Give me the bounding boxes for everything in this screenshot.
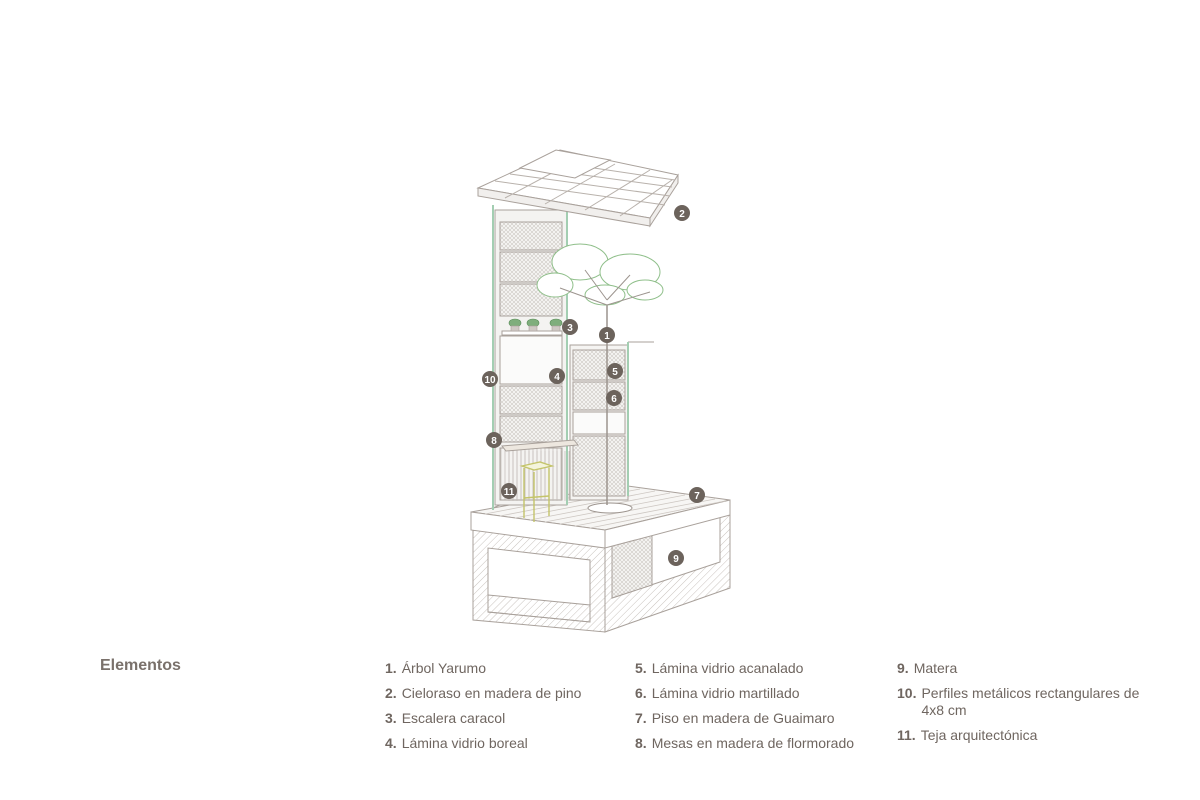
- marker-5: 5: [607, 363, 623, 379]
- marker-4: 4: [549, 368, 565, 384]
- pergola-ceiling: [476, 149, 679, 228]
- stool: [519, 461, 555, 522]
- marker-8: 8: [486, 432, 502, 448]
- svg-text:3: 3: [567, 323, 573, 334]
- legend-column-1: 1.Árbol Yarumo 2.Cieloraso en madera de …: [385, 660, 625, 760]
- legend-item: 8.Mesas en madera de flormorado: [635, 735, 855, 751]
- yarumo-tree: [536, 243, 664, 505]
- wood-deck: [470, 484, 731, 549]
- legend-item: 6.Lámina vidrio martillado: [635, 685, 800, 701]
- legend-item: 1.Árbol Yarumo: [385, 660, 486, 676]
- legend-column-3: 9.Matera 10.Perfiles metálicos rectangul…: [897, 660, 1147, 752]
- marker-9: 9: [668, 550, 684, 566]
- svg-text:8: 8: [491, 436, 497, 447]
- legend-item: 3.Escalera caracol: [385, 710, 506, 726]
- plant-icon: [508, 318, 563, 328]
- marker-2: 2: [674, 205, 690, 221]
- short-glass-panel: [569, 341, 654, 501]
- plant-shelf: [501, 318, 563, 336]
- marker-1: 1: [599, 327, 615, 343]
- svg-text:4: 4: [554, 372, 560, 383]
- svg-text:11: 11: [504, 487, 515, 498]
- svg-text:5: 5: [612, 367, 618, 378]
- svg-text:1: 1: [604, 331, 610, 342]
- marker-6: 6: [606, 390, 622, 406]
- svg-text:6: 6: [611, 394, 617, 405]
- marker-11: 11: [501, 483, 517, 499]
- legend-item: 9.Matera: [897, 660, 958, 676]
- legend-item: 5.Lámina vidrio acanalado: [635, 660, 804, 676]
- wood-table: [501, 439, 579, 501]
- legend-item: 4.Lámina vidrio boreal: [385, 735, 528, 751]
- svg-text:9: 9: [673, 554, 679, 565]
- legend-item: 11.Teja arquitectónica: [897, 727, 1038, 743]
- marker-7: 7: [689, 487, 705, 503]
- legend-title: Elementos: [100, 657, 181, 674]
- axonometric-diagram: 1 2 3 4 5 6 7 8 9 10 11: [470, 149, 731, 633]
- marker-3: 3: [562, 319, 578, 335]
- legend-item: 2.Cieloraso en madera de pino: [385, 685, 582, 701]
- legend-column-2: 5.Lámina vidrio acanalado 6.Lámina vidri…: [635, 660, 885, 760]
- legend-item: 7.Piso en madera de Guaimaro: [635, 710, 835, 726]
- svg-text:7: 7: [694, 491, 700, 502]
- legend-item: 10.Perfiles metálicos rectangulares de 4…: [897, 685, 1140, 718]
- svg-text:2: 2: [679, 209, 685, 220]
- marker-10: 10: [482, 371, 498, 387]
- svg-text:10: 10: [484, 375, 496, 386]
